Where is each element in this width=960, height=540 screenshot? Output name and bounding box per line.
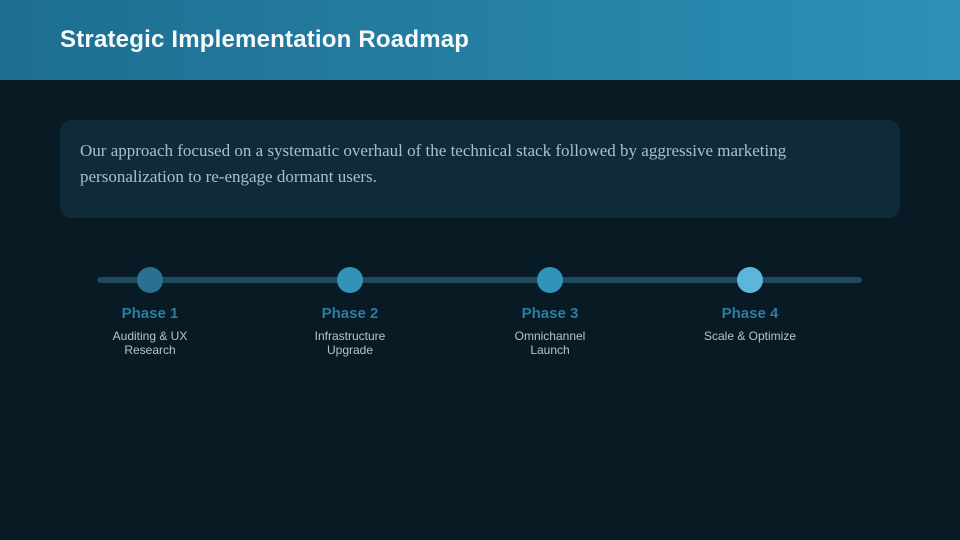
phase-label: Phase 4 [721, 305, 779, 322]
phase-label: Phase 3 [521, 305, 579, 322]
phase-item-4: Phase 4 Scale & Optimize [675, 267, 825, 343]
summary-card: Our approach focused on a systematic ove… [60, 120, 900, 218]
phase-dot [337, 267, 363, 293]
phase-dot [137, 267, 163, 293]
summary-text: Our approach focused on a systematic ove… [80, 141, 787, 186]
page-title: Strategic Implementation Roadmap [60, 26, 470, 53]
phase-description: Infrastructure Upgrade [314, 329, 386, 357]
phase-label: Phase 2 [321, 305, 379, 322]
phase-item-1: Phase 1 Auditing & UX Research [75, 267, 225, 357]
phase-description: Omnichannel Launch [514, 329, 586, 357]
phase-item-2: Phase 2 Infrastructure Upgrade [275, 267, 425, 357]
timeline-track [97, 277, 862, 283]
phase-description: Scale & Optimize [703, 329, 797, 343]
phase-label: Phase 1 [121, 305, 179, 322]
timeline: Phase 1 Auditing & UX Research Phase 2 I… [0, 267, 960, 397]
phase-dot [537, 267, 563, 293]
phase-item-3: Phase 3 Omnichannel Launch [475, 267, 625, 357]
phase-description: Auditing & UX Research [112, 329, 188, 357]
phase-dot [737, 267, 763, 293]
page-header: Strategic Implementation Roadmap [0, 0, 960, 80]
